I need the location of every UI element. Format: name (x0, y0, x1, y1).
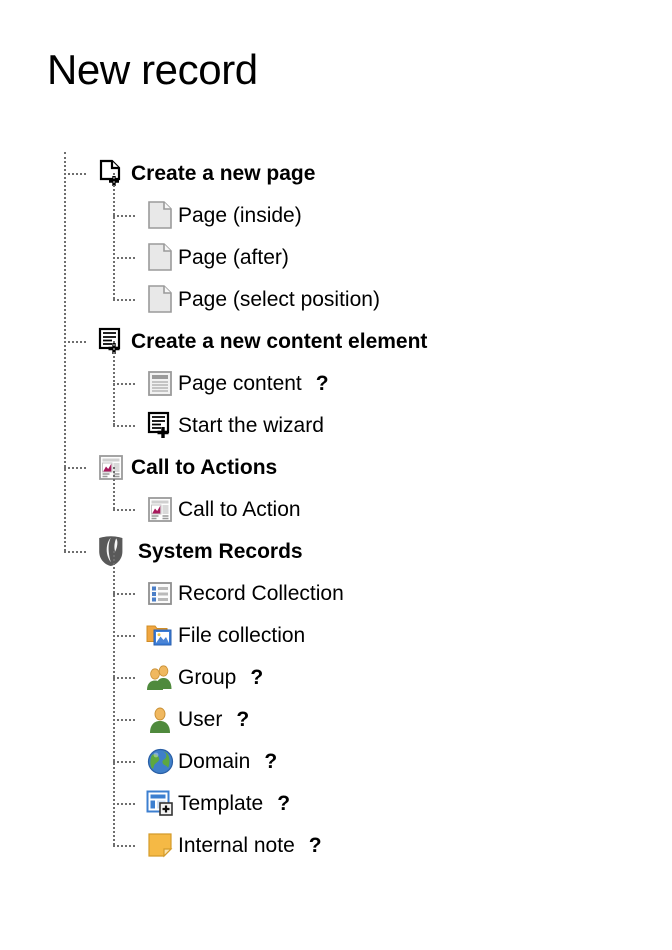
tree-connector (113, 299, 135, 301)
tree-item-text: Start the wizard (178, 413, 324, 437)
tree-connector (113, 845, 135, 847)
tree-item-page-inside[interactable]: Page (inside) (0, 194, 672, 236)
page-title: New record (47, 46, 258, 93)
tree-item-text: Domain (178, 749, 251, 773)
content-new-icon (145, 410, 175, 440)
tree-item-call-to-action[interactable]: Call to Action (0, 488, 672, 530)
tree-item-domain[interactable]: Domain? (0, 740, 672, 782)
tree-item-text: Record Collection (178, 581, 344, 605)
tree-item-label: Call to Action (178, 499, 301, 520)
tree-item-internal-note[interactable]: Internal note? (0, 824, 672, 866)
tree-item-text: Template (178, 791, 264, 815)
tree-item-label: Group? (178, 667, 263, 688)
tree-item-label: Domain? (178, 751, 277, 772)
help-icon[interactable]: ? (277, 791, 291, 815)
tree-item-start-the-wizard[interactable]: Start the wizard (0, 404, 672, 446)
group-icon (145, 662, 175, 692)
tree-connector (64, 551, 86, 553)
tree-item-label: Template? (178, 793, 290, 814)
tree-item-text: Page content (178, 371, 302, 395)
page-icon (145, 242, 175, 272)
tree-item-label: System Records (138, 541, 303, 562)
tree-item-create-a-new-page[interactable]: Create a new page (0, 152, 672, 194)
content-new-icon (96, 326, 126, 356)
page-content-icon (145, 368, 175, 398)
tree-connector (64, 341, 86, 343)
tree-vertical-line (113, 173, 115, 299)
tree-item-text: Page (inside) (178, 203, 302, 227)
tree-item-record-collection[interactable]: Record Collection (0, 572, 672, 614)
tree-item-label: Page (select position) (178, 289, 380, 310)
tree-vertical-line (64, 152, 66, 551)
tree-connector (113, 383, 135, 385)
call-to-action-icon (96, 452, 126, 482)
tree-item-label: Create a new page (131, 163, 315, 184)
tree-item-text: Page (select position) (178, 287, 380, 311)
tree-item-system-records[interactable]: System Records (0, 530, 672, 572)
tree-connector (113, 425, 135, 427)
new-record-tree: Create a new page Page (inside) Page (af… (0, 152, 672, 866)
tree-item-text: Call to Action (178, 497, 301, 521)
internal-note-icon (145, 830, 175, 860)
tree-connector (113, 677, 135, 679)
typo3-shield-icon (96, 536, 126, 566)
tree-item-text: Call to Actions (131, 455, 278, 479)
tree-item-label: Create a new content element (131, 331, 427, 352)
tree-item-text: Page (after) (178, 245, 289, 269)
tree-connector (113, 719, 135, 721)
tree-item-file-collection[interactable]: File collection (0, 614, 672, 656)
record-collection-icon (145, 578, 175, 608)
page-new-icon (96, 158, 126, 188)
tree-item-text: Group (178, 665, 237, 689)
page-icon (145, 284, 175, 314)
tree-item-text: User (178, 707, 223, 731)
tree-connector (113, 761, 135, 763)
tree-item-label: Page (inside) (178, 205, 302, 226)
tree-item-template[interactable]: Template? (0, 782, 672, 824)
help-icon[interactable]: ? (315, 371, 329, 395)
tree-connector (64, 173, 86, 175)
tree-item-label: File collection (178, 625, 305, 646)
template-icon (145, 788, 175, 818)
tree-item-label: Page (after) (178, 247, 289, 268)
tree-item-label: Record Collection (178, 583, 344, 604)
tree-item-user[interactable]: User? (0, 698, 672, 740)
file-collection-icon (145, 620, 175, 650)
tree-item-label: Start the wizard (178, 415, 324, 436)
tree-vertical-line (113, 341, 115, 425)
tree-item-group[interactable]: Group? (0, 656, 672, 698)
tree-vertical-line (113, 467, 115, 509)
tree-item-text: Create a new content element (131, 329, 428, 353)
help-icon[interactable]: ? (236, 707, 250, 731)
help-icon[interactable]: ? (308, 833, 322, 857)
tree-item-label: Internal note? (178, 835, 322, 856)
tree-item-call-to-actions[interactable]: Call to Actions (0, 446, 672, 488)
tree-item-label: User? (178, 709, 249, 730)
tree-item-text: File collection (178, 623, 306, 647)
tree-item-label: Call to Actions (131, 457, 277, 478)
tree-connector (113, 257, 135, 259)
domain-globe-icon (145, 746, 175, 776)
tree-connector (113, 803, 135, 805)
tree-item-create-a-new-content-element[interactable]: Create a new content element (0, 320, 672, 362)
help-icon[interactable]: ? (264, 749, 278, 773)
tree-connector (113, 635, 135, 637)
tree-item-text: Create a new page (131, 161, 316, 185)
user-icon (145, 704, 175, 734)
tree-connector (113, 215, 135, 217)
tree-item-page-content[interactable]: Page content? (0, 362, 672, 404)
tree-connector (64, 467, 86, 469)
call-to-action-icon (145, 494, 175, 524)
tree-item-page-select-position[interactable]: Page (select position) (0, 278, 672, 320)
tree-item-text: System Records (138, 539, 303, 563)
tree-item-label: Page content? (178, 373, 329, 394)
tree-connector (113, 509, 135, 511)
tree-connector (113, 593, 135, 595)
page-icon (145, 200, 175, 230)
tree-item-page-after[interactable]: Page (after) (0, 236, 672, 278)
tree-vertical-line (113, 551, 115, 845)
help-icon[interactable]: ? (250, 665, 264, 689)
tree-item-text: Internal note (178, 833, 295, 857)
